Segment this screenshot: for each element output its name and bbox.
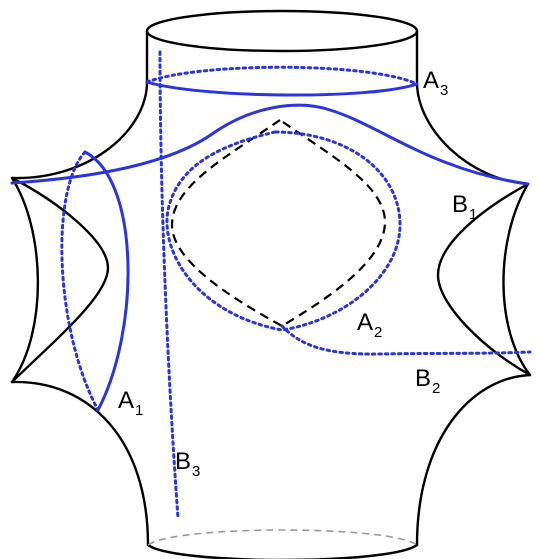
svg-text:A: A <box>357 309 373 336</box>
bottom-cap-back <box>147 529 418 546</box>
hidden-diamond <box>170 118 387 328</box>
surface-outline <box>10 29 532 547</box>
svg-text:1: 1 <box>135 402 143 419</box>
bottom-cap-front <box>146 543 419 559</box>
cycle-a3-front <box>145 80 419 97</box>
label-a2: A 2 <box>357 309 382 341</box>
cycle-a2 <box>165 130 402 332</box>
cycle-b3 <box>158 50 180 520</box>
svg-text:B: B <box>452 191 468 218</box>
label-a3: A 3 <box>423 67 448 99</box>
cycle-a3-back <box>145 65 419 86</box>
svg-text:3: 3 <box>440 82 448 99</box>
label-b3: B 3 <box>175 448 200 480</box>
svg-text:3: 3 <box>192 463 200 480</box>
svg-text:2: 2 <box>374 324 382 341</box>
svg-text:B: B <box>415 365 431 392</box>
svg-text:A: A <box>118 387 134 414</box>
cycle-a1-front <box>83 150 130 412</box>
svg-text:1: 1 <box>469 206 477 223</box>
cycle-b2 <box>280 324 532 356</box>
svg-text:A: A <box>423 67 439 94</box>
left-hole-rim <box>10 176 110 384</box>
svg-text:B: B <box>175 448 191 475</box>
label-b2: B 2 <box>415 365 440 397</box>
cycle-b1 <box>10 103 530 186</box>
label-a1: A 1 <box>118 387 143 419</box>
right-hole-rim <box>436 182 532 377</box>
cycle-a1-back <box>60 150 100 412</box>
svg-text:2: 2 <box>432 380 440 397</box>
top-cap-ellipse <box>145 9 419 53</box>
label-b1: B 1 <box>452 191 477 223</box>
